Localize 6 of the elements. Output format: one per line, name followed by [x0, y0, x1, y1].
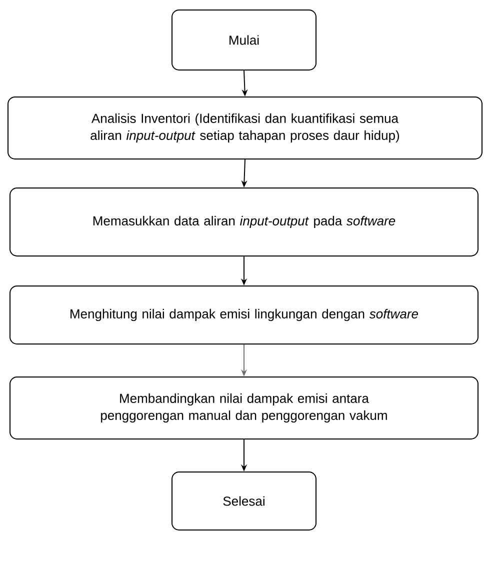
- terminal-box: Mulai: [172, 10, 316, 70]
- terminal-box: Selesai: [172, 472, 316, 530]
- process-box: Memasukkan data aliran input-output pada software: [10, 188, 478, 256]
- process-box: Menghitung nilai dampak emisi lingkungan dengan software: [10, 286, 478, 344]
- process-box: Membandingkan nilai dampak emisi antara penggorengan manual dan penggorengan vakum: [10, 376, 478, 440]
- process-box: Analisis Inventori (Identifikasi dan kuantifikasi semua aliran input-output setiap tahapan proses daur hidup): [8, 96, 482, 160]
